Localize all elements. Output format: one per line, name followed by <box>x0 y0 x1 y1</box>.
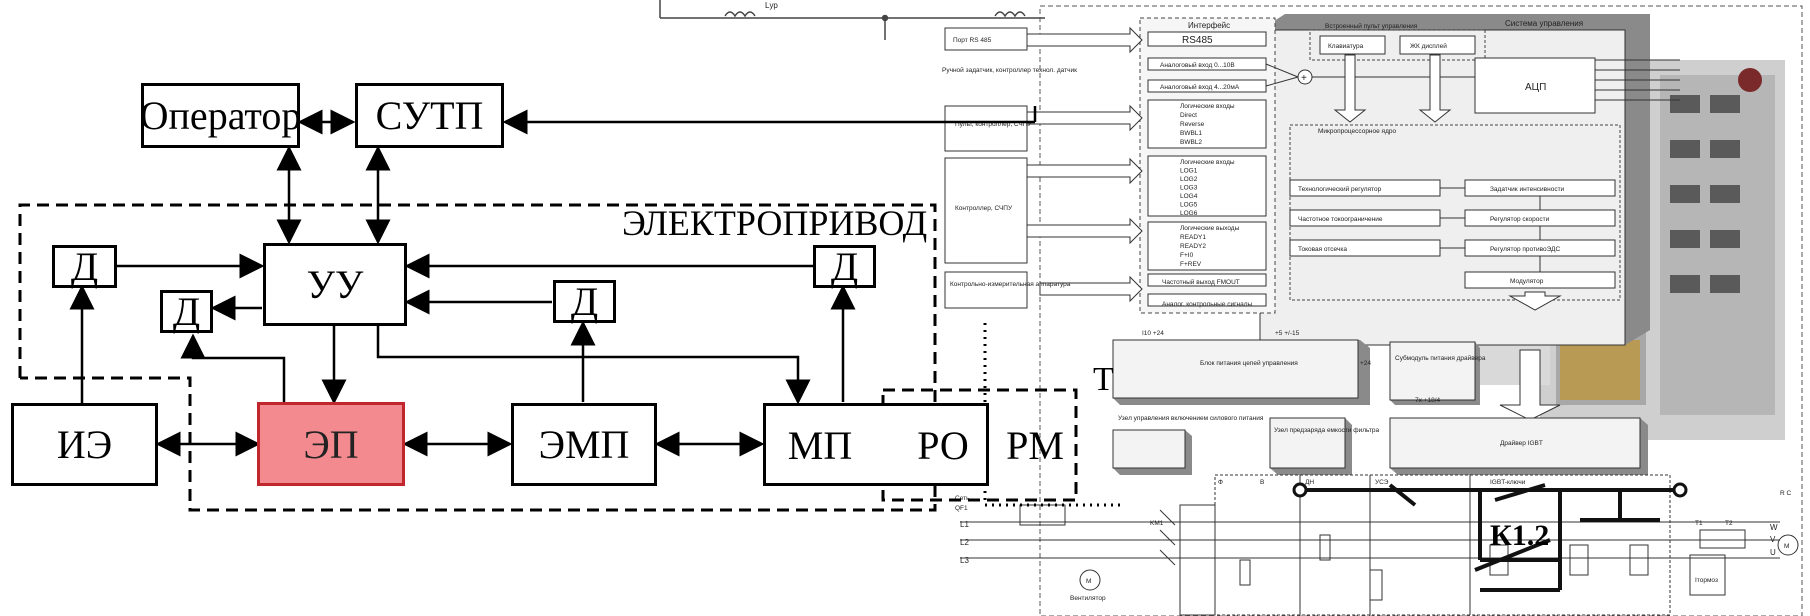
electromechanical-converter-block: ЭМП <box>511 403 657 486</box>
sutp-block: СУТП <box>355 83 504 148</box>
sensor-block-3: Д <box>553 280 616 323</box>
converter-block-highlighted: ЭП <box>257 402 405 486</box>
sensor-block-2: Д <box>160 290 213 333</box>
rm-label: РМ <box>1000 420 1070 470</box>
ro-label: РО <box>908 420 978 470</box>
sensor-block-4: Д <box>813 245 876 288</box>
operator-block: Оператор <box>141 83 300 148</box>
energy-source-block: ИЭ <box>11 403 158 486</box>
sensor-block-1: Д <box>52 245 117 288</box>
mp-label: МП <box>790 420 850 470</box>
control-device-block: УУ <box>263 243 407 326</box>
electric-drive-title: ЭЛЕКТРОПРИВОД <box>622 202 927 244</box>
